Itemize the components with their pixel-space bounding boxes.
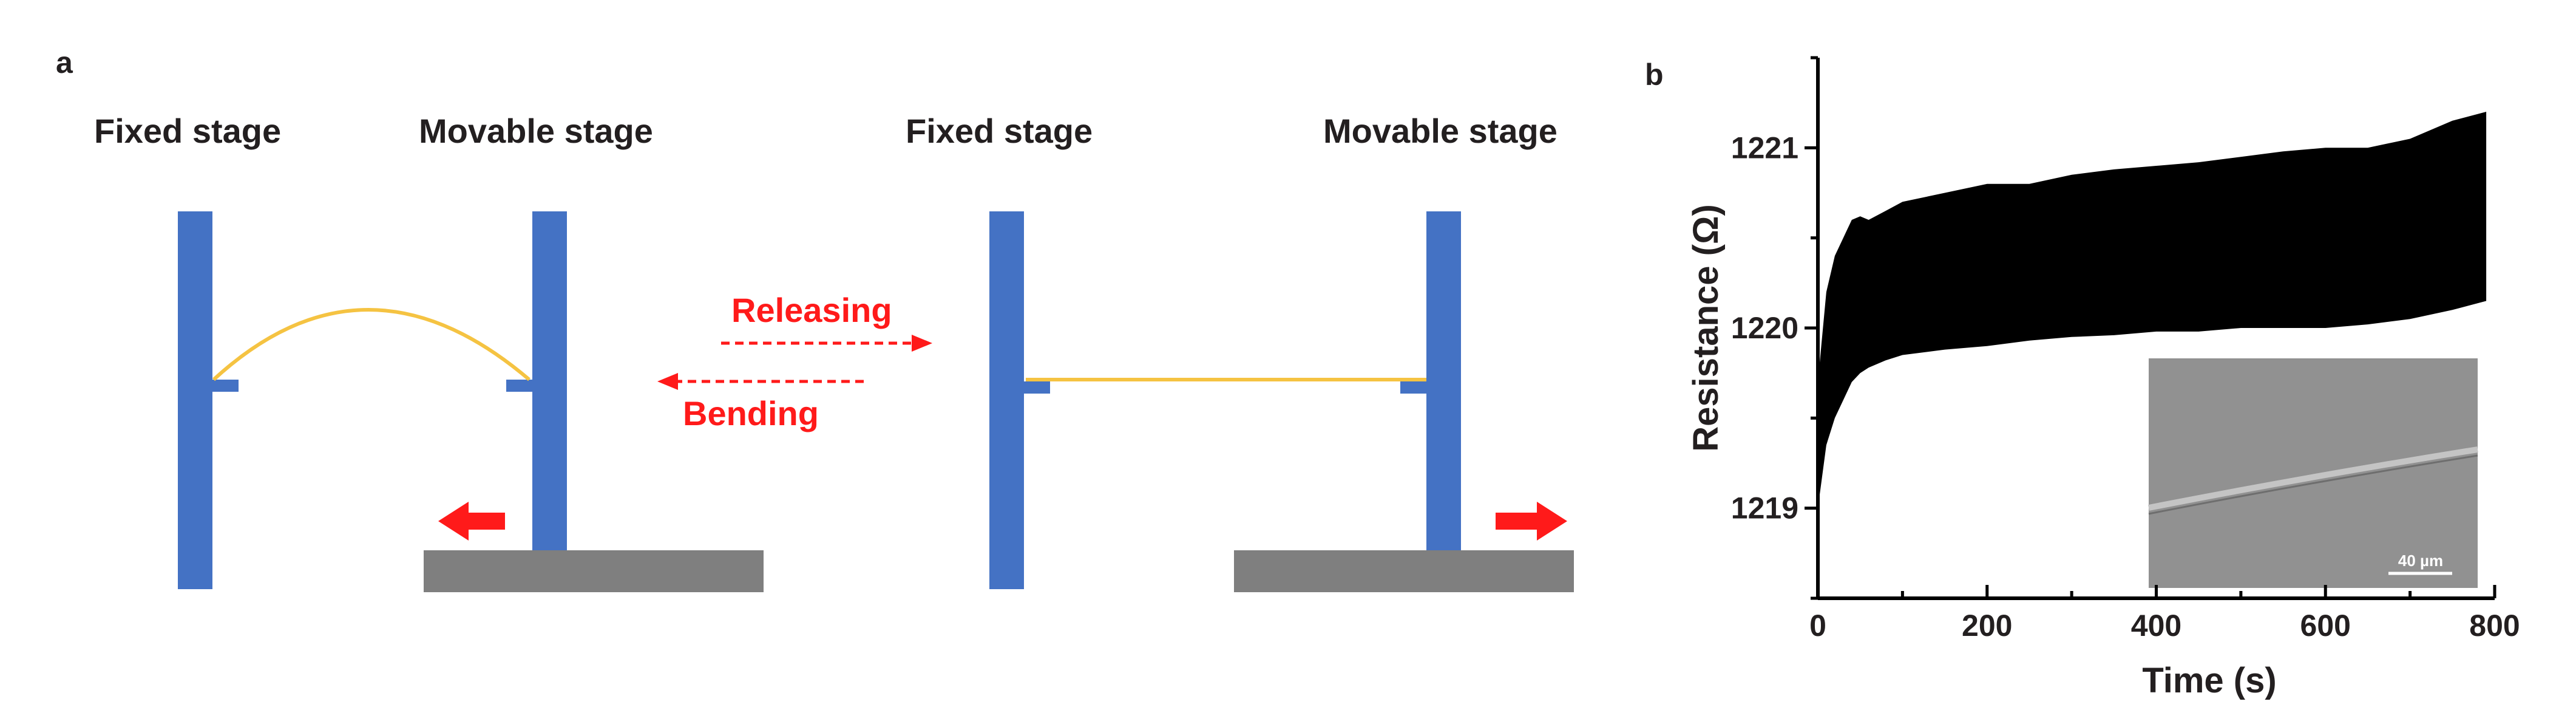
left-movable-stage-label: Movable stage — [419, 112, 653, 150]
y-axis-label: Resistance (Ω) — [1686, 204, 1726, 452]
right-fixed-clip — [1024, 381, 1050, 394]
x-axis-label: Time (s) — [2142, 661, 2276, 700]
panel-a-label: a — [56, 46, 73, 80]
x-tick-label: 200 — [1962, 609, 2012, 643]
x-tick-label: 600 — [2300, 609, 2351, 643]
left-movable-clip — [506, 380, 532, 392]
releasing-label: Releasing — [731, 291, 892, 329]
sem-fiber-edge — [2148, 454, 2478, 515]
sem-inset: 40 µm — [2148, 358, 2478, 588]
right-fixed-stage-label: Fixed stage — [906, 112, 1093, 150]
left-base-plate — [424, 550, 764, 592]
left-setup: Fixed stage Movable stage — [94, 112, 764, 592]
releasing-arrowhead-icon — [912, 335, 932, 352]
transition-arrows: Releasing Bending — [657, 291, 932, 432]
left-fixed-clip — [212, 380, 239, 392]
right-movable-stage-label: Movable stage — [1323, 112, 1557, 150]
left-movable-stage — [532, 211, 567, 550]
right-base-plate — [1234, 550, 1574, 592]
sem-inset-shade — [2149, 358, 2478, 588]
bending-arrowhead-icon — [657, 373, 678, 390]
y-tick-label: 1221 — [1731, 131, 1798, 165]
x-tick-label: 0 — [1809, 609, 1826, 643]
panel-b-label: b — [1645, 58, 1664, 92]
right-movable-clip — [1400, 381, 1426, 394]
x-tick-label: 400 — [2131, 609, 2181, 643]
x-tick-label: 800 — [2469, 609, 2520, 643]
resistance-noise-band — [1818, 112, 2487, 508]
y-tick-label: 1220 — [1731, 311, 1798, 345]
left-red-arrow-icon — [438, 502, 505, 541]
left-bent-fiber — [212, 308, 530, 381]
right-movable-stage — [1426, 211, 1461, 550]
y-tick-label: 1219 — [1731, 491, 1798, 525]
bending-label: Bending — [683, 394, 819, 432]
right-red-arrow-icon — [1496, 502, 1567, 541]
scale-bar-label: 40 µm — [2398, 552, 2443, 570]
left-fixed-stage-label: Fixed stage — [94, 112, 281, 150]
right-setup: Fixed stage Movable stage — [906, 112, 1574, 592]
sem-inset-image — [2149, 358, 2478, 588]
sem-fiber-streak — [2148, 446, 2478, 511]
chart-axes: 0 200 400 600 800 1219 1220 1221 — [1731, 56, 2520, 643]
right-fixed-stage — [989, 211, 1024, 589]
resistance-chart: 40 µm 0 200 400 600 800 1219 1220 1221 Time (s)… — [1686, 56, 2520, 700]
left-fixed-stage — [178, 211, 212, 589]
